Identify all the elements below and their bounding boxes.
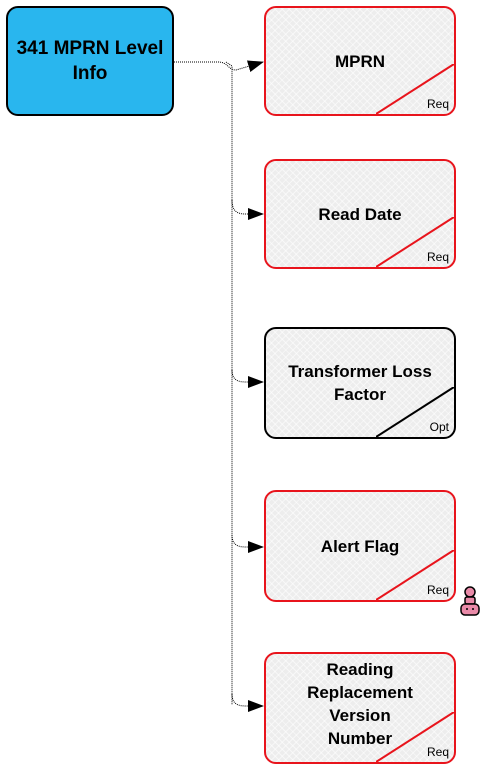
connector-transformer-loss-factor — [231, 369, 264, 388]
field-label-line2: Replacement — [307, 683, 413, 702]
optional-corner-mark — [376, 387, 454, 437]
connector-reading-replacement — [231, 693, 264, 712]
field-label-line1: Reading — [326, 660, 394, 679]
connector-trunk — [225, 61, 233, 705]
connector-mprn — [174, 60, 264, 73]
field-transformer-loss-factor[interactable]: Transformer Loss Factor Opt — [264, 327, 456, 439]
root-label-line2: Info — [72, 63, 108, 84]
required-corner-mark — [376, 217, 454, 267]
connector-read-date — [231, 199, 264, 220]
requirement-badge: Req — [426, 250, 449, 264]
requirement-badge: Req — [426, 745, 449, 759]
field-label: Transformer Loss Factor — [274, 329, 446, 437]
field-label-line4: Number — [327, 729, 393, 748]
field-reading-replacement-version-number[interactable]: Reading Replacement Version Number Req — [264, 652, 456, 764]
field-alert-flag[interactable]: Alert Flag Req — [264, 490, 456, 602]
required-corner-mark — [376, 64, 454, 114]
user-icon — [460, 586, 480, 616]
field-label-line2: Factor — [334, 385, 386, 404]
required-corner-mark — [376, 712, 454, 762]
requirement-badge: Opt — [429, 420, 449, 434]
connector-alert-flag — [231, 534, 264, 553]
field-label: Read Date — [318, 204, 402, 224]
field-label-line3: Version — [329, 706, 391, 725]
field-label-line1: Transformer Loss — [288, 362, 432, 381]
field-label: Alert Flag — [320, 536, 400, 556]
requirement-badge: Req — [426, 583, 449, 597]
field-read-date[interactable]: Read Date Req — [264, 159, 456, 269]
required-corner-mark — [376, 550, 454, 600]
field-label: Reading Replacement Version Number — [274, 654, 446, 762]
field-label: MPRN — [334, 51, 386, 71]
root-label-line1: 341 MPRN Level — [16, 38, 164, 59]
root-node[interactable]: 341 MPRN Level Info — [6, 6, 174, 116]
field-mprn[interactable]: MPRN Req — [264, 6, 456, 116]
requirement-badge: Req — [426, 97, 449, 111]
